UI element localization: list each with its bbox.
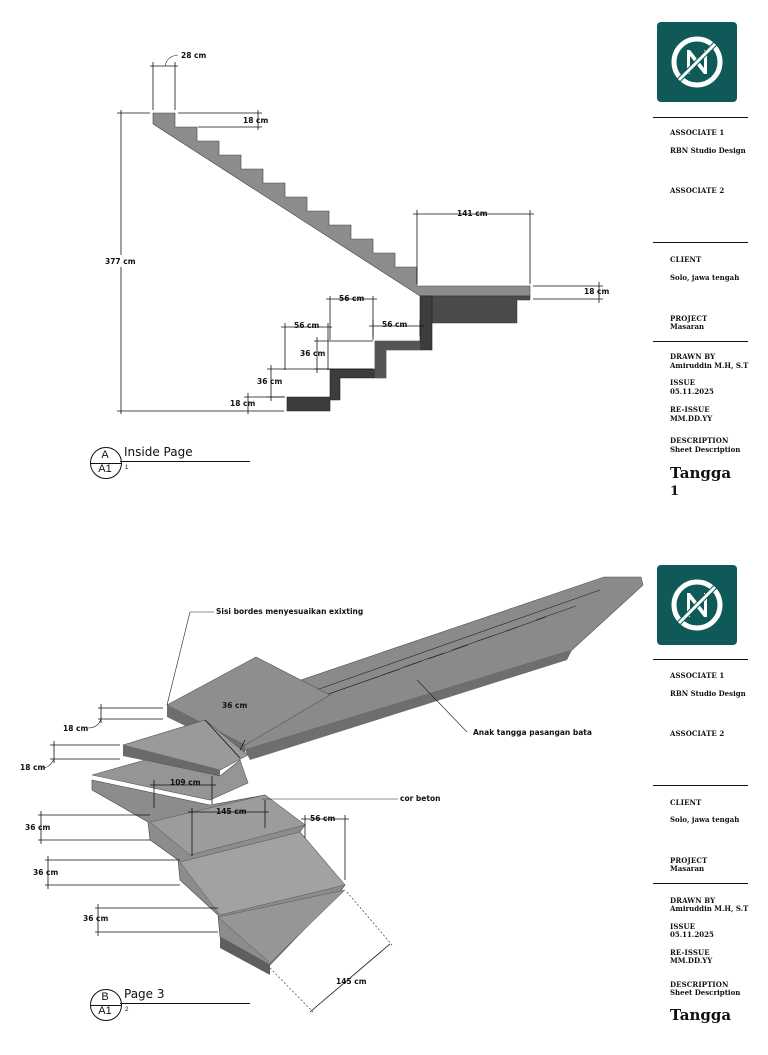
note-brick: Anak tangga pasangan bata xyxy=(473,728,592,737)
reissue-label: RE-ISSUE xyxy=(670,405,710,414)
view-callout-a: A A1 Inside Page 1 xyxy=(90,445,260,491)
dim-28-label: 28 cm xyxy=(181,51,206,60)
dim-18-right-label: 18 cm xyxy=(584,287,609,296)
stair-section-drawing: 28 cm 18 cm 377 cm 141 cm 18 cm 56 cm 56… xyxy=(103,51,609,414)
stair-3d-drawing: Sisi bordes menyesuaikan exixting Anak t… xyxy=(20,576,644,1013)
view-title: Page 3 xyxy=(124,987,165,1001)
sheet-number: 1 xyxy=(670,484,680,499)
reissue-value: MM.DD.YY xyxy=(670,956,713,965)
client-value: Solo, jawa tengah xyxy=(670,273,740,282)
description-label: DESCRIPTION xyxy=(670,980,729,989)
reissue-label: RE-ISSUE xyxy=(670,948,710,957)
project-label: PROJECT xyxy=(670,314,708,323)
drawn-by-value: Amiruddin M.H, S.T xyxy=(670,904,749,913)
company-logo xyxy=(657,565,737,645)
associate-1-label: ASSOCIATE 1 xyxy=(670,128,725,137)
view-callout-b: B A1 Page 3 2 xyxy=(90,987,260,1033)
dim-141-label: 141 cm xyxy=(457,209,488,218)
dim-36-2: 36 cm xyxy=(33,868,58,877)
description-value: Sheet Description xyxy=(670,988,741,997)
view-number: 1 xyxy=(125,465,129,471)
associate-2-label: ASSOCIATE 2 xyxy=(670,186,725,195)
callout-letter: B xyxy=(101,991,109,1003)
sheet-title: Tangga xyxy=(670,464,732,482)
company-logo xyxy=(657,22,737,102)
dim-56-c-label: 56 cm xyxy=(294,321,319,330)
client-value: Solo, jawa tengah xyxy=(670,815,740,824)
dim-36-3: 36 cm xyxy=(83,914,108,923)
associate-1-value: RBN Studio Design xyxy=(670,689,746,698)
sheet-b: Sisi bordes menyesuaikan exixting Anak t… xyxy=(0,543,768,1055)
dim-36-top: 36 cm xyxy=(222,701,247,710)
dim-18-a: 18 cm xyxy=(63,724,88,733)
dim-18-top-label: 18 cm xyxy=(243,116,268,125)
callout-sheet: A1 xyxy=(98,1005,112,1017)
note-landing: Sisi bordes menyesuaikan exixting xyxy=(216,607,363,616)
dim-36-b-label: 36 cm xyxy=(257,377,282,386)
description-value: Sheet Description xyxy=(670,445,741,454)
title-block-b: ASSOCIATE 1 RBN Studio Design ASSOCIATE … xyxy=(653,543,768,1055)
reissue-value: MM.DD.YY xyxy=(670,414,713,423)
issue-label: ISSUE xyxy=(670,922,696,931)
title-block-a: ASSOCIATE 1 RBN Studio Design ASSOCIATE … xyxy=(653,0,768,512)
dim-109: 109 cm xyxy=(170,778,201,787)
client-label: CLIENT xyxy=(670,255,702,264)
drawn-by-label: DRAWN BY xyxy=(670,896,716,905)
issue-label: ISSUE xyxy=(670,378,696,387)
note-concrete: cor beton xyxy=(400,794,440,803)
dim-56: 56 cm xyxy=(310,814,335,823)
callout-circle xyxy=(90,447,122,479)
project-label: PROJECT xyxy=(670,856,708,865)
dim-36-1: 36 cm xyxy=(25,823,50,832)
dim-377-label: 377 cm xyxy=(105,257,136,266)
dim-56-a-label: 56 cm xyxy=(339,294,364,303)
sheet-title: Tangga xyxy=(670,1006,732,1024)
dim-56-b-label: 56 cm xyxy=(382,320,407,329)
issue-value: 05.11.2025 xyxy=(670,387,714,396)
view-number: 2 xyxy=(125,1007,129,1013)
client-label: CLIENT xyxy=(670,798,702,807)
sheet-a: 28 cm 18 cm 377 cm 141 cm 18 cm 56 cm 56… xyxy=(0,0,768,512)
drawn-by-value: Amiruddin M.H, S.T xyxy=(670,361,749,370)
description-label: DESCRIPTION xyxy=(670,436,729,445)
dim-36-a-label: 36 cm xyxy=(300,349,325,358)
associate-2-label: ASSOCIATE 2 xyxy=(670,729,725,738)
upper-flight xyxy=(152,112,531,297)
view-title: Inside Page xyxy=(124,445,193,459)
landing-slab xyxy=(420,295,531,324)
callout-sheet: A1 xyxy=(98,463,112,475)
project-value: Masaran xyxy=(670,322,705,331)
upper-flight-3d xyxy=(235,576,644,751)
dim-145-top: 145 cm xyxy=(216,807,247,816)
callout-letter: A xyxy=(101,449,109,461)
dim-145-bottom: 145 cm xyxy=(336,977,367,986)
project-value: Masaran xyxy=(670,864,705,873)
associate-1-value: RBN Studio Design xyxy=(670,146,746,155)
associate-1-label: ASSOCIATE 1 xyxy=(670,671,725,680)
callout-circle xyxy=(90,989,122,1021)
dim-18-b: 18 cm xyxy=(20,763,45,772)
drawn-by-label: DRAWN BY xyxy=(670,352,716,361)
issue-value: 05.11.2025 xyxy=(670,930,714,939)
dim-18-bottom-label: 18 cm xyxy=(230,399,255,408)
